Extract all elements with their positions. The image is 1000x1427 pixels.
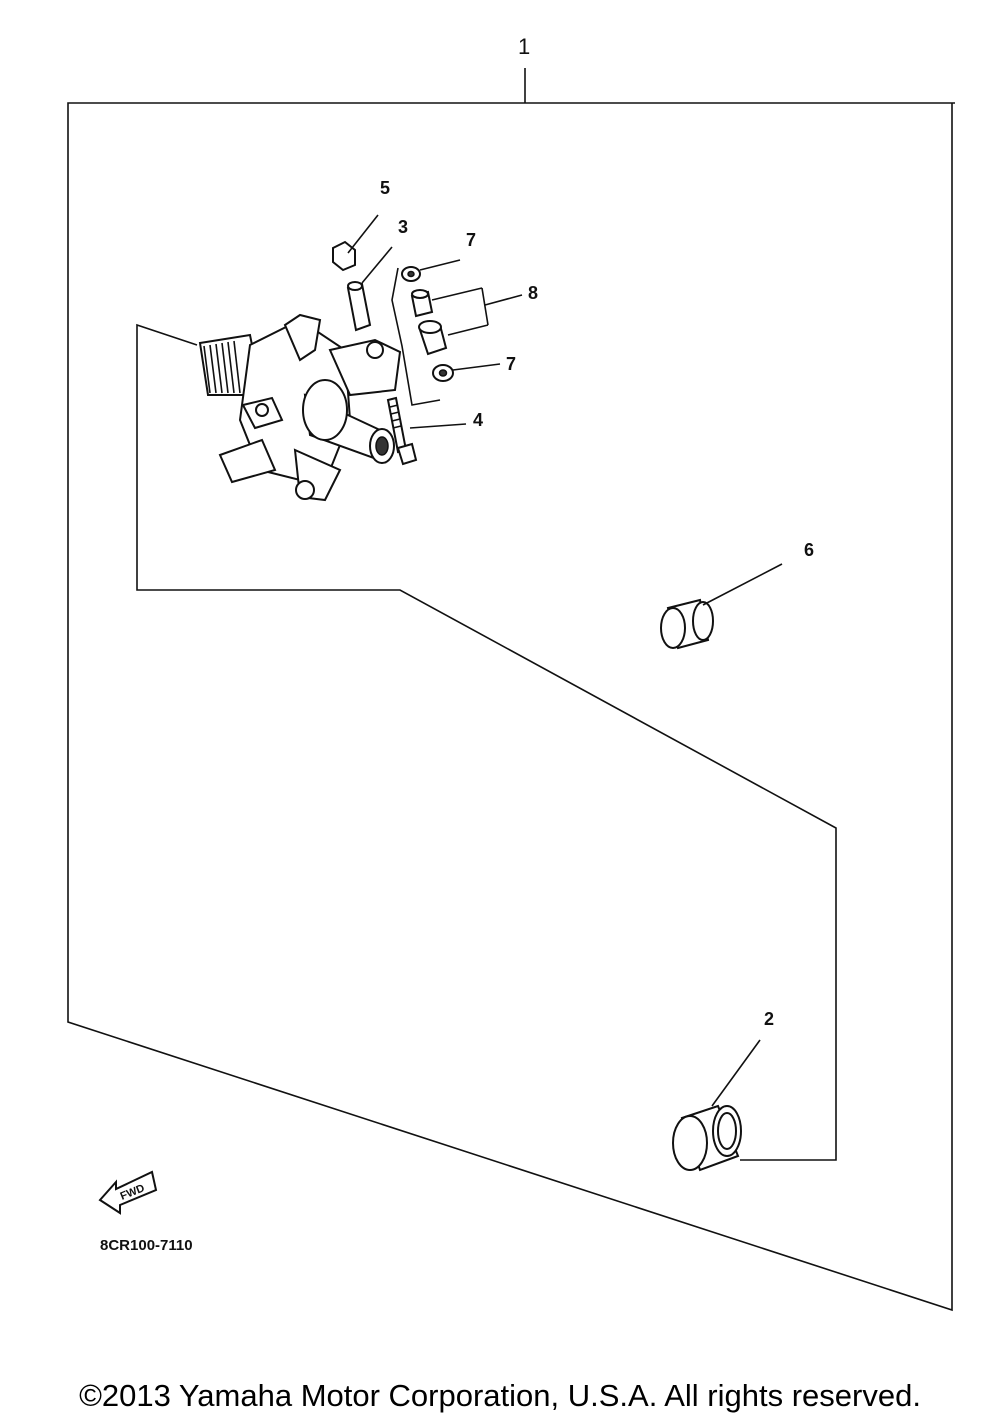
callout-3: 3 (398, 217, 408, 237)
part-6-bushing: 6 (660, 540, 814, 650)
drawing-code: 8CR100-7110 (100, 1237, 193, 1254)
inner-bracket (136, 323, 837, 1161)
callout-5: 5 (380, 178, 390, 198)
part-2-collar: 2 (672, 1009, 774, 1172)
callout-6: 6 (804, 540, 814, 560)
callout-7-lower: 7 (506, 354, 516, 374)
part-5-nut: 5 (332, 178, 390, 272)
part-8-spacers: 8 (410, 283, 538, 356)
callout-2: 2 (764, 1009, 774, 1029)
propeller-hub-assembly (198, 313, 402, 502)
part-7-washer-lower: 7 (432, 354, 516, 382)
part-4-bolt: 4 (386, 396, 483, 466)
callout-7-upper: 7 (466, 230, 476, 250)
part-3-pin: 3 (346, 217, 408, 332)
callout-1: 1 (518, 34, 530, 59)
callout-8: 8 (528, 283, 538, 303)
part-7-washer-upper: 7 (401, 230, 476, 282)
fwd-arrow-icon: FWD (98, 1170, 158, 1215)
washer-group-bracket (391, 267, 441, 406)
callout-4: 4 (473, 410, 483, 430)
kit-outline (67, 68, 955, 1312)
copyright-notice: ©2013 Yamaha Motor Corporation, U.S.A. A… (79, 1378, 921, 1413)
